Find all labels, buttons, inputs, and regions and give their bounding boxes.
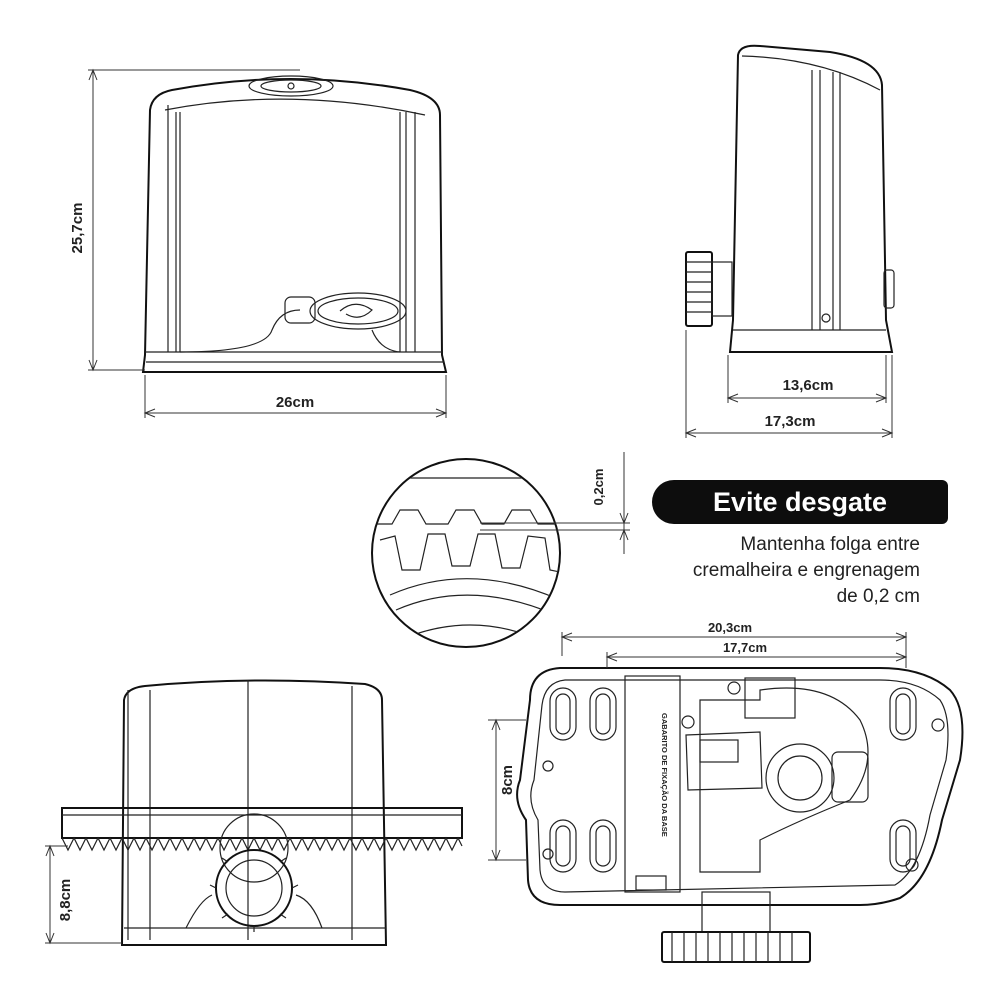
front-view (88, 68, 448, 418)
pinion-gear-icon (209, 813, 299, 932)
side-depth-outer-label: 17,3cm (765, 413, 816, 430)
base-template-view (488, 632, 964, 963)
rack-height-label: 8,8cm (57, 879, 74, 922)
base-template-label: GABARITO DE FIXAÇÃO DA BASE (660, 713, 669, 837)
side-view (684, 44, 895, 438)
output-gear-icon (661, 891, 811, 963)
warning-title-badge: Evite desgate (652, 480, 948, 524)
warning-line: cremalheira e engrenagem (692, 560, 920, 581)
mounting-slots (549, 687, 917, 873)
gap-label: 0,2cm (591, 469, 606, 506)
logo-emblem-icon (248, 75, 334, 97)
warning-line: Mantenha folga entre (740, 534, 920, 555)
warning-line: de 0,2 cm (836, 586, 920, 607)
front-width-label: 26cm (276, 394, 314, 411)
rack-view (45, 679, 463, 946)
drive-gear-icon (685, 251, 733, 327)
motor-housing-icon (685, 731, 869, 813)
base-width-outer-label: 20,3cm (708, 620, 752, 635)
release-handle-icon (284, 292, 407, 330)
front-height-label: 25,7cm (69, 203, 86, 254)
base-height-label: 8cm (499, 765, 516, 795)
warning-description: Mantenha folga entre cremalheira e engre… (600, 532, 920, 610)
side-depth-inner-label: 13,6cm (783, 377, 834, 394)
base-width-inner-label: 17,7cm (723, 640, 767, 655)
